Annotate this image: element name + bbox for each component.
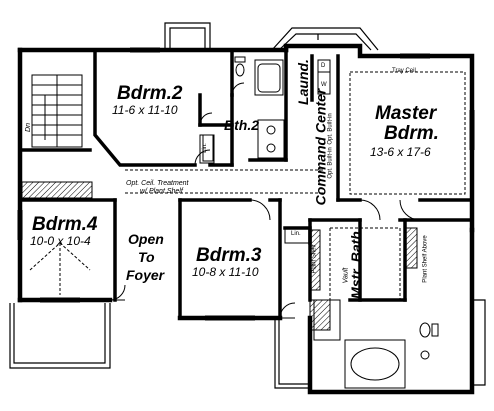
vault-label: Vault	[342, 267, 350, 284]
opt-builtin-label-1: Opt. Built-in	[327, 113, 334, 145]
plant-shelf-label-a: Plant Shelf	[311, 244, 318, 274]
washer-label: W	[321, 82, 327, 88]
outer-walls	[17, 43, 475, 395]
plant-shelf-label-b: Plant Shelf Above	[422, 235, 429, 283]
mstr-bath-label: Mstr. Bath	[347, 231, 364, 299]
opt-builtin-label-2: Opt. Built-in	[327, 147, 334, 179]
bath2-label: Bth.2	[224, 117, 259, 133]
porches	[9, 299, 486, 389]
bdrm2-label: Bdrm.2	[117, 83, 183, 104]
linen-label-a: Lin.	[201, 143, 208, 153]
opt-ceil-label-line1: Opt. Ceil. Treatment	[126, 180, 189, 187]
fixtures	[199, 56, 439, 389]
door-swings	[109, 82, 421, 319]
foyer-label-line3: Foyer	[126, 267, 165, 283]
plant-shelves	[21, 181, 418, 331]
stair-down-label: Dn	[24, 123, 32, 132]
master-label-line1: Master	[375, 103, 437, 124]
bdrm3-dims: 10-8 x 11-10	[192, 265, 259, 279]
foyer-label-line1: Open	[128, 231, 164, 247]
linen-label-b: Lin.	[291, 231, 301, 237]
bdrm2-dims: 11-6 x 11-10	[112, 103, 178, 117]
foyer-label-line2: To	[138, 249, 155, 265]
bdrm4-dims: 10-0 x 10-4	[30, 234, 91, 248]
top-projections	[164, 22, 379, 51]
bdrm4-label: Bdrm.4	[32, 214, 98, 235]
tray-ceiling-label: Tray Ceil.	[392, 68, 418, 74]
bdrm3-label: Bdrm.3	[196, 245, 262, 266]
command-center-label: Command Center	[312, 88, 329, 206]
stairs	[31, 74, 83, 148]
ceiling-outlines	[29, 71, 466, 300]
laundry-label: Laund.	[294, 59, 311, 105]
windows	[17, 47, 475, 321]
master-dims: 13-6 x 17-6	[370, 145, 431, 159]
master-label-line2: Bdrm.	[384, 123, 439, 144]
opt-ceil-label-line2: w/ Plant Shelf	[140, 188, 183, 195]
dryer-label: D	[321, 63, 326, 69]
